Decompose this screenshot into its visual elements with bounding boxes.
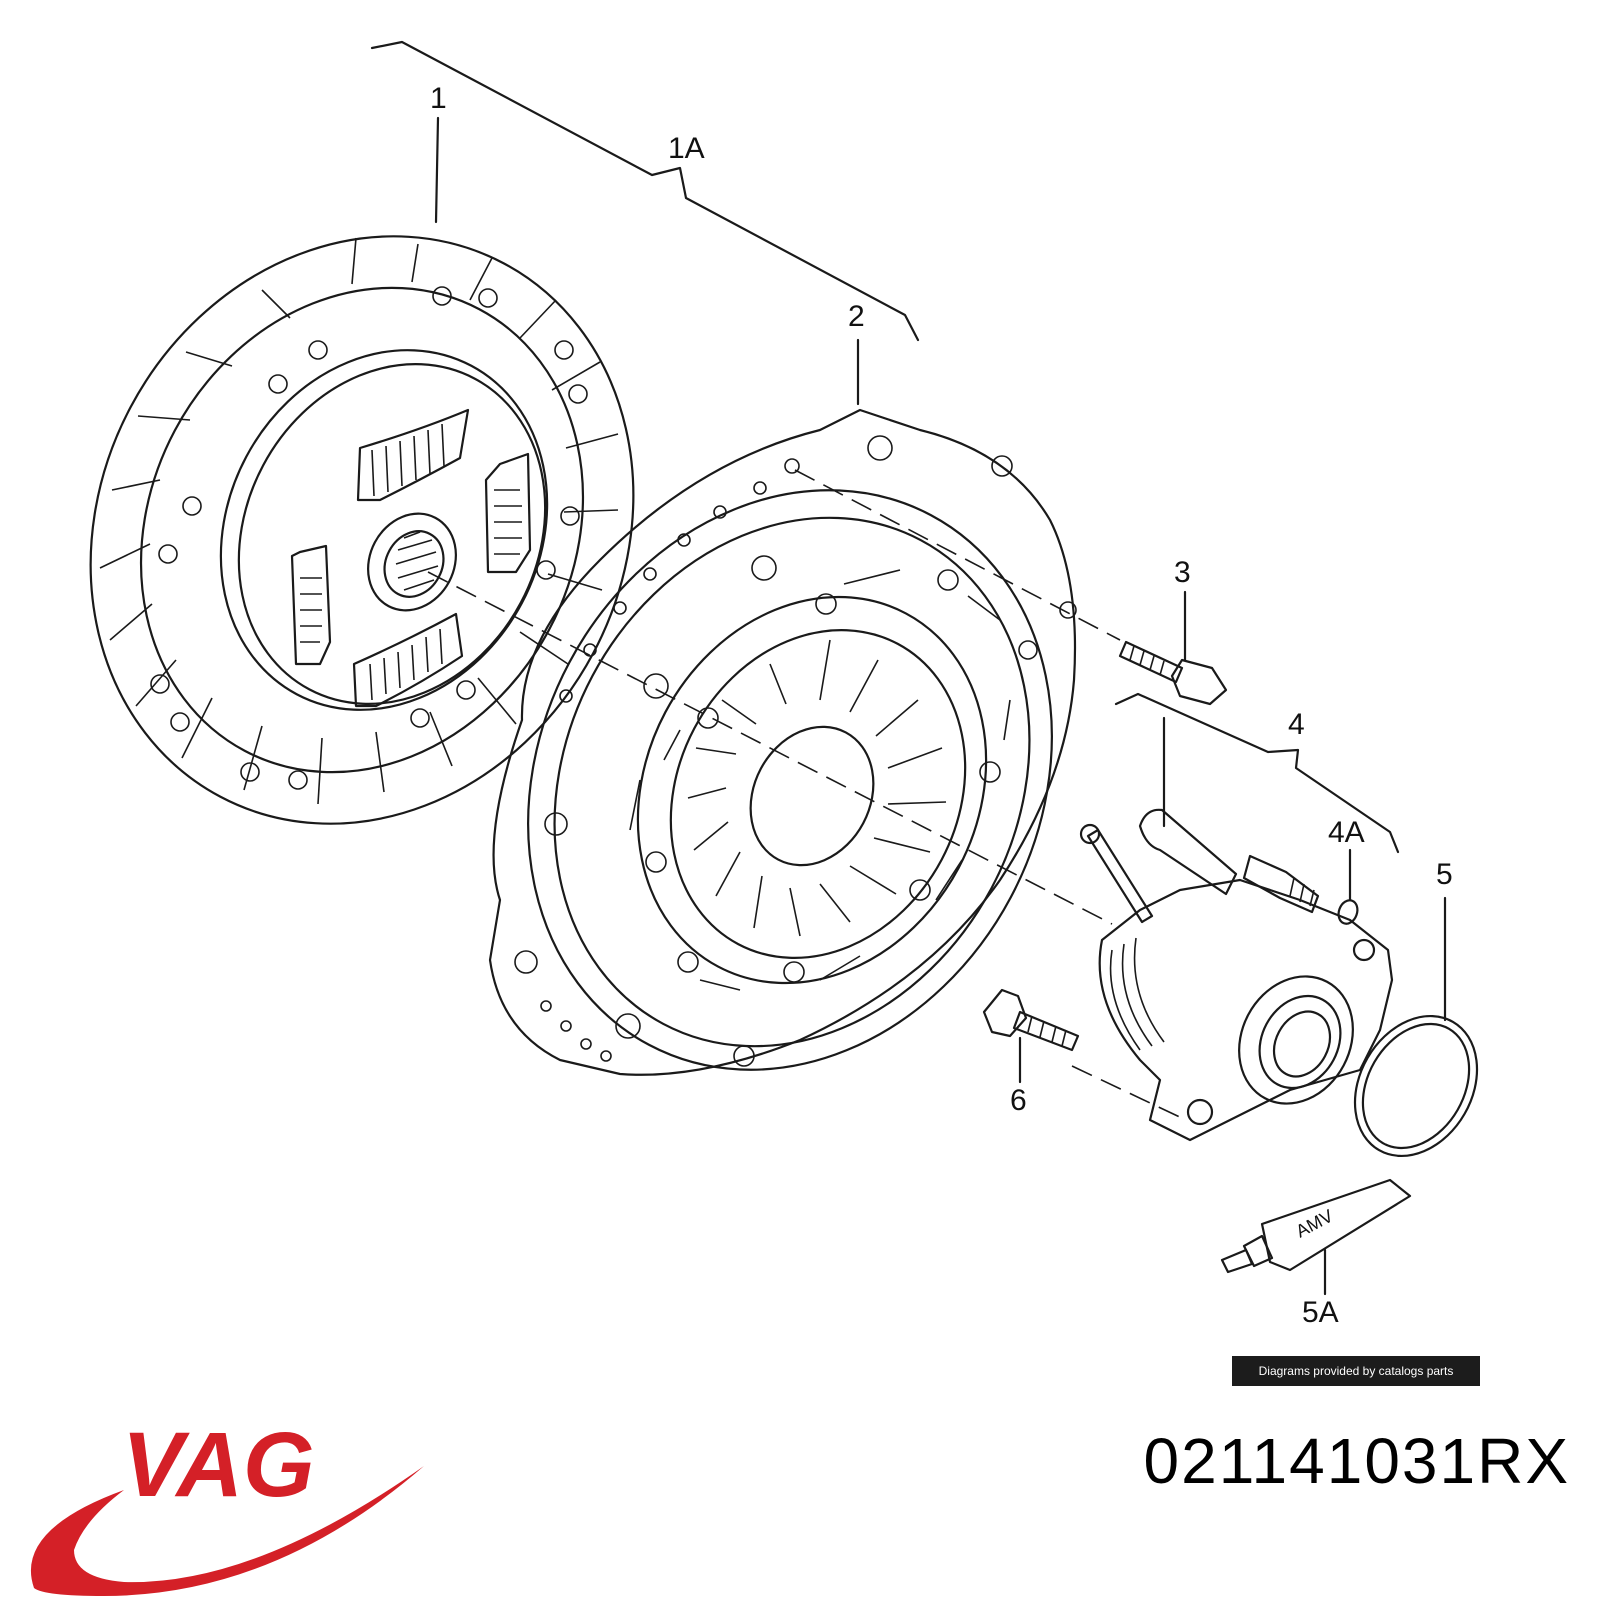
pressure-plate-bolt [1118,640,1228,706]
callout-2: 2 [848,300,865,333]
grease-tube: AMV [1220,1178,1412,1274]
assembly-axes [427,469,1187,1121]
watermark-banner: Diagrams provided by catalogs parts [1232,1356,1480,1386]
part-number: 021141031RX [1143,1425,1570,1497]
clutch-disc [89,235,635,825]
callout-3: 3 [1174,556,1191,589]
callout-4: 4 [1288,708,1305,741]
o-ring [1353,1014,1479,1158]
callout-1: 1 [430,82,447,115]
slave-cylinder [1079,808,1394,1142]
callout-1A: 1A [668,132,705,165]
bracket-1A [370,40,920,342]
pressure-plate [488,408,1077,1076]
vag-logo: VAG [30,1414,425,1596]
callout-6: 6 [1010,1084,1027,1117]
leader-lines [434,116,1447,1296]
logo-swoosh [30,1466,425,1596]
callout-5A: 5A [1302,1296,1339,1329]
callout-labels: 1 1A 2 3 4 4A 5 6 5A [430,82,1453,1329]
seal-ring-small [1337,899,1359,925]
mounting-bolt [982,988,1080,1052]
logo-wordmark: VAG [122,1414,315,1516]
callout-4A: 4A [1328,816,1365,849]
callout-5: 5 [1436,858,1453,891]
bracket-4 [1114,692,1400,854]
